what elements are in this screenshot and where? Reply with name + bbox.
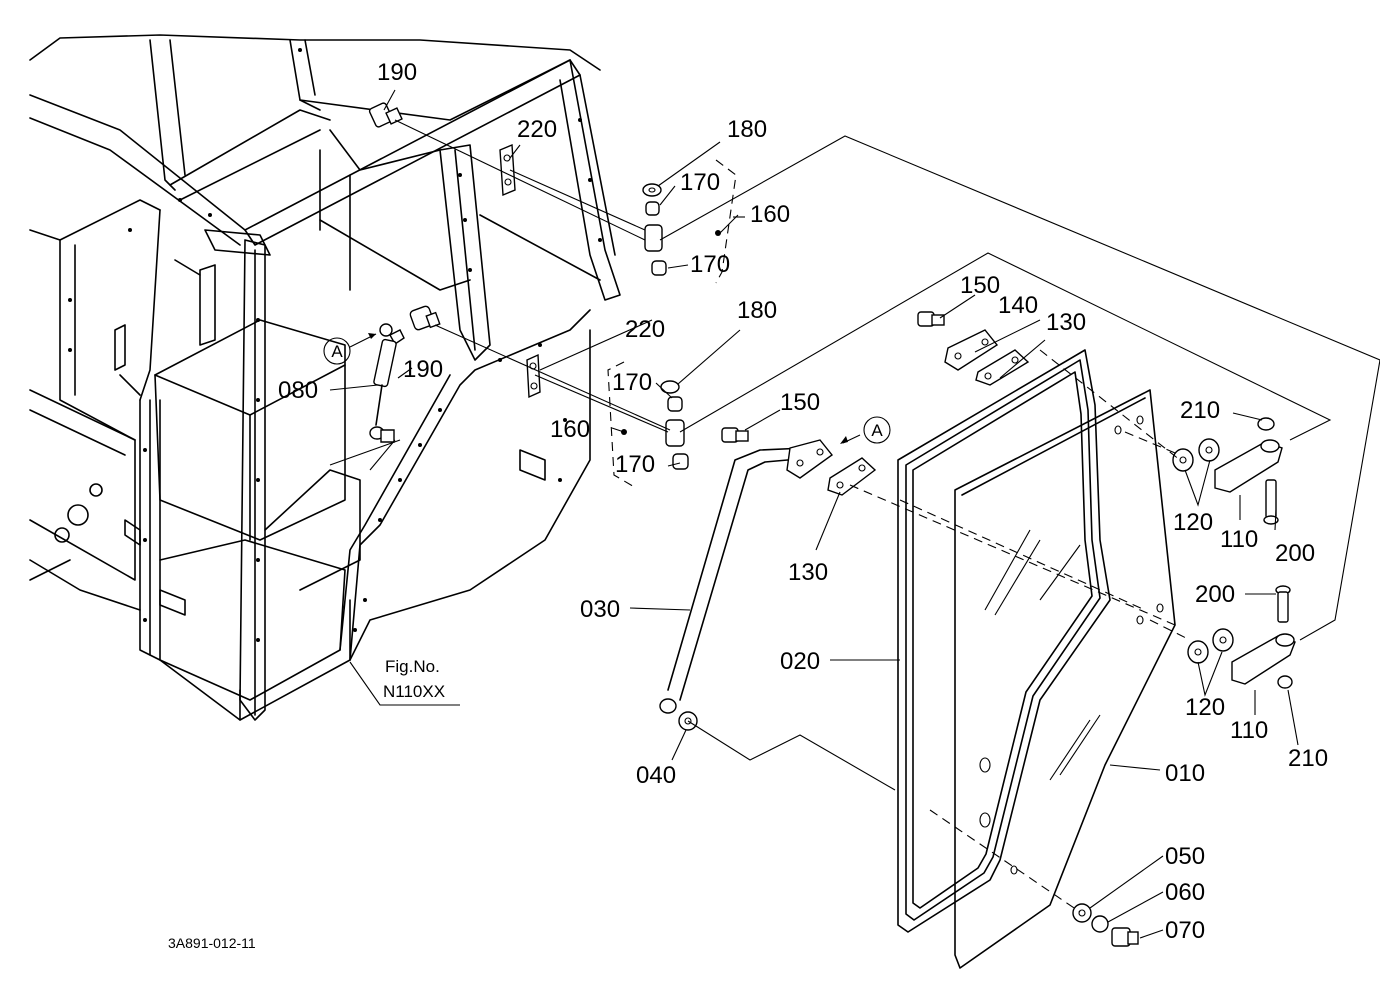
callout-170-upper-a: 170 bbox=[680, 169, 720, 196]
callout-190-upper: 190 bbox=[377, 59, 417, 86]
callout-040: 040 bbox=[636, 762, 676, 789]
plate-140-upper bbox=[944, 329, 999, 371]
callout-170-lower-a: 170 bbox=[612, 369, 652, 396]
callout-200-lower: 200 bbox=[1195, 581, 1235, 608]
mark-a-left-text: A bbox=[331, 342, 343, 361]
callout-150-lower: 150 bbox=[780, 389, 820, 416]
plate-220-upper bbox=[499, 143, 516, 197]
washer-120-lower-b bbox=[1212, 628, 1234, 652]
hinge-pin-160-upper bbox=[644, 224, 663, 252]
plate-130-upper bbox=[975, 349, 1030, 386]
leader-lines bbox=[329, 89, 1299, 939]
washer-120-upper-b bbox=[1198, 438, 1220, 462]
callout-130-lower: 130 bbox=[788, 559, 828, 586]
callout-010: 010 bbox=[1165, 760, 1205, 787]
figure-reference: Fig.No. N110XX bbox=[383, 657, 445, 701]
bush-170-upper-a bbox=[645, 201, 660, 216]
washer-050 bbox=[1072, 903, 1092, 923]
clip-210-upper bbox=[1257, 417, 1275, 431]
callout-180-lower: 180 bbox=[737, 297, 777, 324]
callout-170-upper-b: 170 bbox=[690, 251, 730, 278]
callout-180-upper: 180 bbox=[727, 116, 767, 143]
callout-190-lower: 190 bbox=[403, 356, 443, 383]
mark-a-right-text: A bbox=[871, 421, 883, 440]
callout-080: 080 bbox=[278, 377, 318, 404]
callout-120-upper: 120 bbox=[1173, 509, 1213, 536]
washer-120-lower-a bbox=[1187, 640, 1209, 664]
latch-upper bbox=[1172, 417, 1283, 525]
callout-200-upper: 200 bbox=[1275, 540, 1315, 567]
callout-140: 140 bbox=[998, 292, 1038, 319]
callout-220-upper: 220 bbox=[517, 116, 557, 143]
callout-150-upper: 150 bbox=[960, 272, 1000, 299]
door-seal-020 bbox=[897, 349, 1111, 933]
bolt-150-upper bbox=[917, 311, 945, 327]
callout-110-lower: 110 bbox=[1230, 717, 1268, 744]
callout-210-upper: 210 bbox=[1180, 397, 1220, 424]
drawing-code: 3A891-012-11 bbox=[168, 935, 256, 951]
plate-140-lower bbox=[786, 439, 834, 479]
bolt-150-lower bbox=[721, 427, 749, 443]
clip-210-lower bbox=[1277, 675, 1293, 689]
reference-mark-a-right: A bbox=[840, 416, 891, 444]
assembly-guide-lines bbox=[329, 119, 1380, 913]
callout-060: 060 bbox=[1165, 879, 1205, 906]
callout-030: 030 bbox=[580, 596, 620, 623]
fastener-stack-bottom bbox=[1072, 903, 1139, 947]
door-glass-010 bbox=[954, 389, 1176, 969]
callout-170-lower-b: 170 bbox=[615, 451, 655, 478]
callout-160-upper: 160 bbox=[750, 201, 790, 228]
washer-180-lower bbox=[660, 380, 680, 394]
hinge-pin-160-lower bbox=[665, 419, 685, 447]
bolt-190-upper bbox=[368, 102, 403, 128]
callout-020: 020 bbox=[780, 648, 820, 675]
gas-strut-080 bbox=[369, 323, 405, 443]
washer-060 bbox=[1091, 915, 1109, 933]
callout-210-lower: 210 bbox=[1288, 745, 1328, 772]
callout-110-upper: 110 bbox=[1220, 526, 1258, 553]
bush-170-upper-b bbox=[651, 260, 667, 276]
callout-050: 050 bbox=[1165, 843, 1205, 870]
fig-ref-line2: N110XX bbox=[383, 682, 445, 701]
callout-120-lower: 120 bbox=[1185, 694, 1225, 721]
callout-labels: 190 220 180 170 160 170 220 180 170 160 … bbox=[278, 59, 1328, 944]
pin-200-upper bbox=[1265, 479, 1277, 519]
callout-220-lower: 220 bbox=[625, 316, 665, 343]
handle-bar-030 bbox=[659, 447, 811, 731]
fig-ref-line1: Fig.No. bbox=[385, 657, 440, 676]
bracket-plates bbox=[721, 311, 1030, 496]
reference-mark-a-left: A bbox=[323, 333, 377, 365]
bush-170-lower-b bbox=[672, 453, 689, 470]
upper-hinge-group bbox=[368, 102, 737, 284]
callout-130-upper: 130 bbox=[1046, 309, 1086, 336]
callout-160-lower: 160 bbox=[550, 416, 590, 443]
plate-130-lower bbox=[827, 457, 877, 496]
frame-bolt-holes bbox=[68, 48, 602, 642]
latch-lower bbox=[1187, 585, 1296, 689]
callout-070: 070 bbox=[1165, 917, 1205, 944]
washer-120-upper-a bbox=[1172, 448, 1194, 472]
washer-180-upper bbox=[642, 183, 662, 197]
bush-170-lower-a bbox=[667, 396, 683, 412]
